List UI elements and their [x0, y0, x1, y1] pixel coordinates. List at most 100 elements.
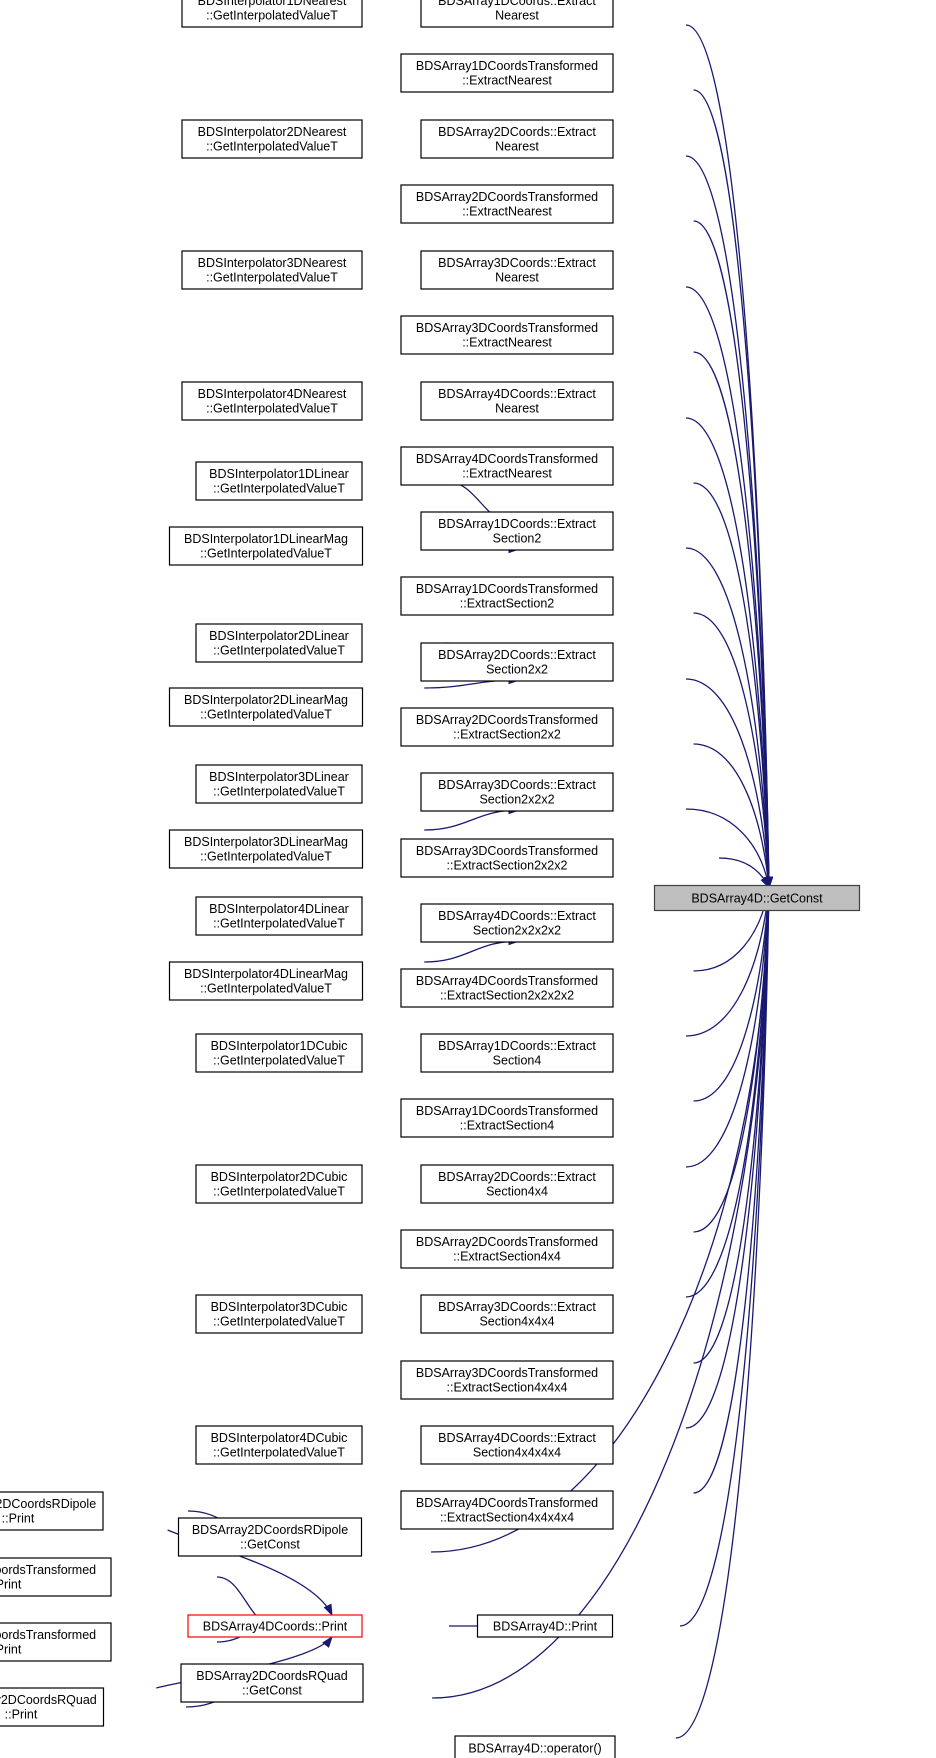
node-bdsarray2dcoordsrquad-print[interactable]: BDSArray2DCoordsRQuad::Print — [0, 1687, 105, 1727]
edge-t4s4-to-root — [693, 886, 774, 1494]
node-label: BDSArray3DCoordsTransformed — [416, 844, 598, 858]
node-bdsarray2dcoordsrdipole-print[interactable]: BDSArray2DCoordsRDipole::Print — [0, 1491, 104, 1531]
node-box — [420, 1425, 614, 1465]
node-label: ::GetInterpolatedValueT — [213, 1315, 345, 1329]
node-bdsinterpolator3dlinear-getinterpolatedvaluet[interactable]: BDSInterpolator3DLinear::GetInterpolated… — [195, 764, 363, 804]
node-bdsarray2dcoordsrdipole-getconst[interactable]: BDSArray2DCoordsRDipole::GetConst — [177, 1517, 363, 1557]
node-layer: BDSArray4D::GetConstBDSArray1DCoords::Ex… — [0, 0, 861, 1758]
node-bdsinterpolator4dnearest-getinterpolatedvaluet[interactable]: BDSInterpolator4DNearest::GetInterpolate… — [181, 381, 363, 421]
node-bdsinterpolator1dlinear-getinterpolatedvaluet[interactable]: BDSInterpolator1DLinear::GetInterpolated… — [195, 461, 363, 501]
node-bdsarray1dcoordstransformed-extractnearest[interactable]: BDSArray1DCoordsTransformed::ExtractNear… — [400, 53, 614, 93]
node-label: BDSArray4DCoords::Extract — [438, 909, 596, 923]
node-label: ::GetConst — [242, 1684, 302, 1698]
node-label: Nearest — [495, 402, 539, 416]
node-bdsinterpolator2dcubic-getinterpolatedvaluet[interactable]: BDSInterpolator2DCubic::GetInterpolatedV… — [195, 1164, 363, 1204]
node-label: BDSArray1DCoords::Extract — [438, 0, 596, 8]
node-label: ::ExtractSection2x2 — [453, 728, 561, 742]
node-bdsinterpolator1dcubic-getinterpolatedvaluet[interactable]: BDSInterpolator1DCubic::GetInterpolatedV… — [195, 1033, 363, 1073]
node-bdsinterpolator2dlinear-getinterpolatedvaluet[interactable]: BDSInterpolator2DLinear::GetInterpolated… — [195, 623, 363, 663]
node-label: ::Print — [0, 1578, 22, 1592]
node-label: BDSArray2DCoordsTransformed — [416, 1235, 598, 1249]
node-box — [400, 1490, 614, 1530]
node-label: ::ExtractNearest — [462, 74, 552, 88]
node-label: BDSInterpolator3DCubic — [211, 1300, 348, 1314]
arrowhead — [323, 1603, 333, 1617]
node-bdsarray1dcoordstransformed-print[interactable]: BDSArray1DCoordsTransformed::Print — [0, 1557, 112, 1597]
node-bdsarray3dcoordstransformed-extractsection2x2x2[interactable]: BDSArray3DCoordsTransformed::ExtractSect… — [400, 838, 614, 878]
node-bdsarray3dcoordstransformed-extractsection4x4x4[interactable]: BDSArray3DCoordsTransformed::ExtractSect… — [400, 1360, 614, 1400]
node-bdsarray1dcoords-extractsection2[interactable]: BDSArray1DCoords::ExtractSection2 — [420, 511, 614, 551]
node-bdsinterpolator3dlinearmag-getinterpolatedvaluet[interactable]: BDSInterpolator3DLinearMag::GetInterpola… — [168, 829, 364, 869]
node-box — [420, 1164, 614, 1204]
node-bdsinterpolator4dlinearmag-getinterpolatedvaluet[interactable]: BDSInterpolator4DLinearMag::GetInterpola… — [168, 961, 364, 1001]
node-bdsarray4d-print[interactable]: BDSArray4D::Print — [476, 1614, 614, 1638]
node-box — [0, 1557, 112, 1597]
node-bdsarray2dcoords-extractsection4x4[interactable]: BDSArray2DCoords::ExtractSection4x4 — [420, 1164, 614, 1204]
node-box — [400, 446, 614, 486]
node-label: ::ExtractSection4x4x4 — [447, 1381, 568, 1395]
node-box — [177, 1517, 363, 1557]
node-label: ::GetInterpolatedValueT — [213, 785, 345, 799]
node-bdsarray1dcoords-extractnearest[interactable]: BDSArray1DCoords::ExtractNearest — [420, 0, 614, 28]
node-label: ::GetInterpolatedValueT — [206, 271, 338, 285]
node-box — [400, 184, 614, 224]
node-bdsarray2dcoordstransformed-extractsection2x2[interactable]: BDSArray2DCoordsTransformed::ExtractSect… — [400, 707, 614, 747]
node-bdsarray2dcoordsrquad-getconst[interactable]: BDSArray2DCoordsRQuad::GetConst — [180, 1663, 364, 1703]
node-bdsarray4dcoords-extractsection4x4x4x4[interactable]: BDSArray4DCoords::ExtractSection4x4x4x4 — [420, 1425, 614, 1465]
edge-aop-to-root — [675, 886, 774, 1739]
node-box — [168, 829, 364, 869]
node-label: ::GetInterpolatedValueT — [213, 482, 345, 496]
node-bdsarray4d-getconst[interactable]: BDSArray4D::GetConst — [653, 884, 861, 912]
node-bdsarray2dcoords-extractnearest[interactable]: BDSArray2DCoords::ExtractNearest — [420, 119, 614, 159]
node-bdsarray4dcoordstransformed-extractsection4x4x4x4[interactable]: BDSArray4DCoordsTransformed::ExtractSect… — [400, 1490, 614, 1530]
node-bdsarray1dcoordstransformed-extractsection4[interactable]: BDSArray1DCoordsTransformed::ExtractSect… — [400, 1098, 614, 1138]
edge-line — [685, 547, 770, 888]
node-bdsinterpolator4dlinear-getinterpolatedvaluet[interactable]: BDSInterpolator4DLinear::GetInterpolated… — [195, 896, 363, 936]
node-bdsinterpolator4dcubic-getinterpolatedvaluet[interactable]: BDSInterpolator4DCubic::GetInterpolatedV… — [195, 1425, 363, 1465]
node-box — [400, 707, 614, 747]
node-bdsarray4dcoordstransformed-extractsection2x2x2x2[interactable]: BDSArray4DCoordsTransformed::ExtractSect… — [400, 968, 614, 1008]
node-bdsarray4dcoords-extractsection2x2x2x2[interactable]: BDSArray4DCoords::ExtractSection2x2x2x2 — [420, 903, 614, 943]
node-bdsarray4dcoordstransformed-extractnearest[interactable]: BDSArray4DCoordsTransformed::ExtractNear… — [400, 446, 614, 486]
node-bdsarray2dcoords-extractsection2x2[interactable]: BDSArray2DCoords::ExtractSection2x2 — [420, 642, 614, 682]
node-label: BDSArray1DCoords::Extract — [438, 1039, 596, 1053]
node-box — [195, 1033, 363, 1073]
node-bdsarray2dcoordstransformed-extractsection4x4[interactable]: BDSArray2DCoordsTransformed::ExtractSect… — [400, 1229, 614, 1269]
node-bdsarray3dcoords-extractnearest[interactable]: BDSArray3DCoords::ExtractNearest — [420, 250, 614, 290]
node-bdsarray1dcoords-extractsection4[interactable]: BDSArray1DCoords::ExtractSection4 — [420, 1033, 614, 1073]
node-label: BDSInterpolator1DLinear — [209, 467, 349, 481]
node-bdsinterpolator1dlinearmag-getinterpolatedvaluet[interactable]: BDSInterpolator1DLinearMag::GetInterpola… — [168, 526, 364, 566]
edge-line — [424, 940, 520, 963]
node-bdsarray3dcoords-extractsection2x2x2[interactable]: BDSArray3DCoords::ExtractSection2x2x2 — [420, 772, 614, 812]
node-bdsarray2dcoordstransformed-print[interactable]: BDSArray2DCoordsTransformed::Print — [0, 1622, 112, 1662]
node-box — [0, 1622, 112, 1662]
node-label: ::ExtractSection4 — [460, 1119, 555, 1133]
node-label: BDSArray4DCoords::Extract — [438, 387, 596, 401]
node-bdsarray3dcoordstransformed-extractnearest[interactable]: BDSArray3DCoordsTransformed::ExtractNear… — [400, 315, 614, 355]
node-label: Section2 — [493, 532, 542, 546]
node-label: BDSInterpolator2DNearest — [198, 125, 347, 139]
node-bdsinterpolator1dnearest-getinterpolatedvaluet[interactable]: BDSInterpolator1DNearest::GetInterpolate… — [181, 0, 363, 28]
node-label: ::Print — [5, 1708, 38, 1722]
node-bdsarray2dcoordstransformed-extractnearest[interactable]: BDSArray2DCoordsTransformed::ExtractNear… — [400, 184, 614, 224]
node-label: BDSInterpolator2DLinear — [209, 629, 349, 643]
node-bdsinterpolator2dnearest-getinterpolatedvaluet[interactable]: BDSInterpolator2DNearest::GetInterpolate… — [181, 119, 363, 159]
node-label: ::GetInterpolatedValueT — [200, 850, 332, 864]
node-box — [181, 119, 363, 159]
node-bdsinterpolator3dcubic-getinterpolatedvaluet[interactable]: BDSInterpolator3DCubic::GetInterpolatedV… — [195, 1294, 363, 1334]
node-label: ::ExtractNearest — [462, 336, 552, 350]
node-label: BDSInterpolator4DLinearMag — [184, 967, 348, 981]
node-bdsarray4dcoords-print[interactable]: BDSArray4DCoords::Print — [187, 1614, 363, 1638]
node-bdsarray4d-operator[interactable]: BDSArray4D::operator() — [454, 1735, 616, 1758]
node-bdsarray3dcoords-extractsection4x4x4[interactable]: BDSArray3DCoords::ExtractSection4x4x4 — [420, 1294, 614, 1334]
node-box — [400, 576, 614, 616]
node-bdsinterpolator3dnearest-getinterpolatedvaluet[interactable]: BDSInterpolator3DNearest::GetInterpolate… — [181, 250, 363, 290]
node-bdsinterpolator2dlinearmag-getinterpolatedvaluet[interactable]: BDSInterpolator2DLinearMag::GetInterpola… — [168, 687, 364, 727]
node-bdsarray4dcoords-extractnearest[interactable]: BDSArray4DCoords::ExtractNearest — [420, 381, 614, 421]
node-bdsarray1dcoordstransformed-extractsection2[interactable]: BDSArray1DCoordsTransformed::ExtractSect… — [400, 576, 614, 616]
node-label: BDSArray2DCoordsRDipole — [0, 1497, 96, 1511]
node-label: BDSInterpolator1DLinearMag — [184, 532, 348, 546]
node-label: BDSArray2DCoords::Extract — [438, 648, 596, 662]
node-label: BDSInterpolator4DCubic — [211, 1431, 348, 1445]
